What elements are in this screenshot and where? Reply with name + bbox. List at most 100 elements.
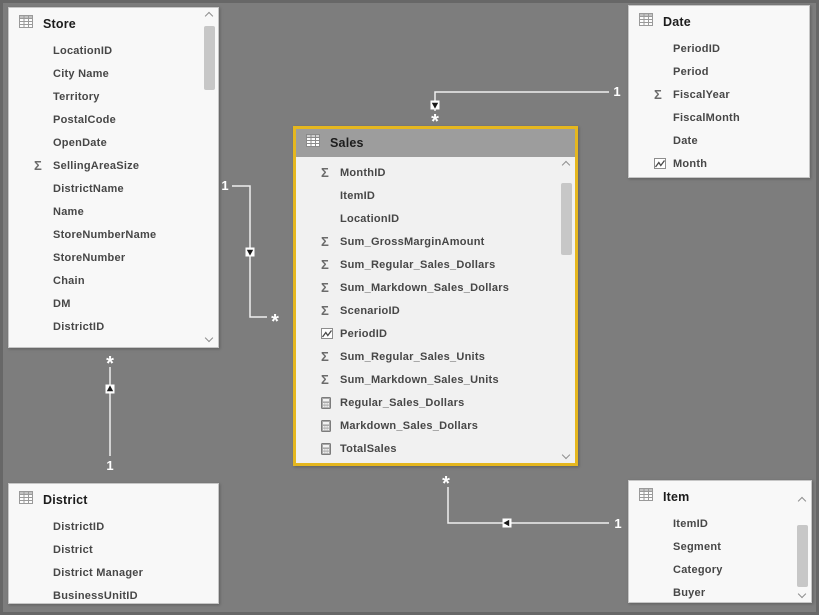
field-row[interactable]: TotalSales — [296, 437, 575, 460]
field-label: StoreNumber — [53, 251, 126, 264]
table-icon — [639, 12, 653, 31]
field-label: ItemID — [340, 189, 376, 202]
field-row[interactable]: Name — [9, 200, 218, 223]
field-row[interactable]: OpenDate — [9, 131, 218, 154]
table-header[interactable]: District — [9, 484, 218, 515]
vertical-scrollbar[interactable] — [796, 497, 809, 599]
field-row[interactable]: Period — [629, 60, 809, 83]
table-header[interactable]: Sales — [296, 129, 575, 157]
field-label: Period — [673, 65, 709, 78]
table-header[interactable]: Date — [629, 6, 809, 37]
scroll-up-icon[interactable] — [799, 497, 806, 504]
field-row[interactable]: DM — [9, 292, 218, 315]
field-row[interactable]: StoreNumber — [9, 246, 218, 269]
filter-direction-arrow-icon — [431, 102, 439, 109]
field-row[interactable]: DistrictName — [9, 177, 218, 200]
field-label: PeriodID — [673, 42, 721, 55]
field-row[interactable]: Month — [629, 152, 809, 175]
measure-calculator-icon — [321, 442, 340, 455]
field-row[interactable]: LocationID — [9, 39, 218, 62]
scroll-thumb[interactable] — [561, 183, 572, 255]
field-row[interactable]: Date — [629, 129, 809, 152]
filter-direction-marker — [430, 100, 440, 110]
field-row[interactable]: PeriodID — [296, 322, 575, 345]
field-row[interactable]: Markdown_Sales_Dollars — [296, 414, 575, 437]
field-row[interactable]: ItemID — [629, 512, 811, 535]
field-row[interactable]: StoreNumberName — [9, 223, 218, 246]
field-row[interactable]: Regular_Sales_Dollars — [296, 391, 575, 414]
scroll-down-icon[interactable] — [799, 592, 806, 599]
relationship-item-sales[interactable]: * 1 — [442, 473, 622, 531]
vertical-scrollbar[interactable] — [203, 12, 216, 343]
field-row[interactable]: Buyer — [629, 581, 811, 602]
filter-direction-marker — [245, 247, 255, 257]
scroll-up-icon[interactable] — [206, 12, 213, 19]
field-label: Month — [673, 157, 708, 170]
field-label: LocationID — [340, 212, 400, 225]
field-row[interactable]: District Manager — [9, 561, 218, 584]
table-icon — [306, 134, 320, 152]
field-label: OpenDate — [53, 136, 107, 149]
field-row[interactable]: FiscalMonth — [629, 106, 809, 129]
table-title: District — [43, 492, 88, 507]
field-row[interactable]: PeriodID — [629, 37, 809, 60]
relationship-line[interactable] — [232, 185, 267, 318]
table-header[interactable]: Item — [629, 481, 811, 512]
field-row[interactable]: Category — [629, 558, 811, 581]
field-row[interactable]: District — [9, 538, 218, 561]
field-label: Category — [673, 563, 723, 576]
field-row[interactable]: DistrictID — [9, 315, 218, 338]
field-row[interactable]: Territory — [9, 85, 218, 108]
field-label: BusinessUnitID — [53, 589, 138, 602]
relationship-line[interactable] — [434, 91, 609, 111]
scroll-thumb[interactable] — [797, 525, 808, 587]
field-row[interactable]: Chain — [9, 269, 218, 292]
relationship-store-sales[interactable]: 1 * — [221, 178, 279, 333]
table-header[interactable]: Store — [9, 8, 218, 39]
cardinality-one-label: 1 — [106, 458, 113, 473]
field-row[interactable]: BusinessUnitID — [9, 584, 218, 603]
field-row[interactable]: LocationID — [296, 207, 575, 230]
field-label: Regular_Sales_Dollars — [340, 396, 465, 409]
sigma-icon: Σ — [321, 280, 329, 295]
field-label: Name — [53, 205, 84, 218]
table-title: Date — [663, 14, 691, 29]
relationship-district-store[interactable]: * 1 — [105, 353, 115, 473]
relationship-line[interactable] — [447, 487, 609, 524]
field-row[interactable]: Segment — [629, 535, 811, 558]
field-label: District Manager — [53, 566, 144, 579]
field-label: FiscalYear — [673, 88, 730, 101]
field-row[interactable]: PostalCode — [9, 108, 218, 131]
field-label: DistrictID — [53, 520, 105, 533]
scroll-up-icon[interactable] — [563, 161, 570, 168]
field-row[interactable]: ItemID — [296, 184, 575, 207]
filter-direction-marker — [105, 384, 115, 394]
scroll-thumb[interactable] — [204, 26, 215, 90]
field-label: PostalCode — [53, 113, 117, 126]
scroll-down-icon[interactable] — [206, 336, 213, 343]
field-row[interactable]: City Name — [9, 62, 218, 85]
cardinality-many-label: * — [271, 311, 279, 333]
field-row[interactable]: DistrictID — [9, 515, 218, 538]
field-label: DistrictName — [53, 182, 124, 195]
vertical-scrollbar[interactable] — [560, 161, 573, 460]
field-label: StoreNumberName — [53, 228, 157, 241]
scroll-down-icon[interactable] — [563, 453, 570, 460]
sigma-icon: Σ — [321, 165, 329, 180]
